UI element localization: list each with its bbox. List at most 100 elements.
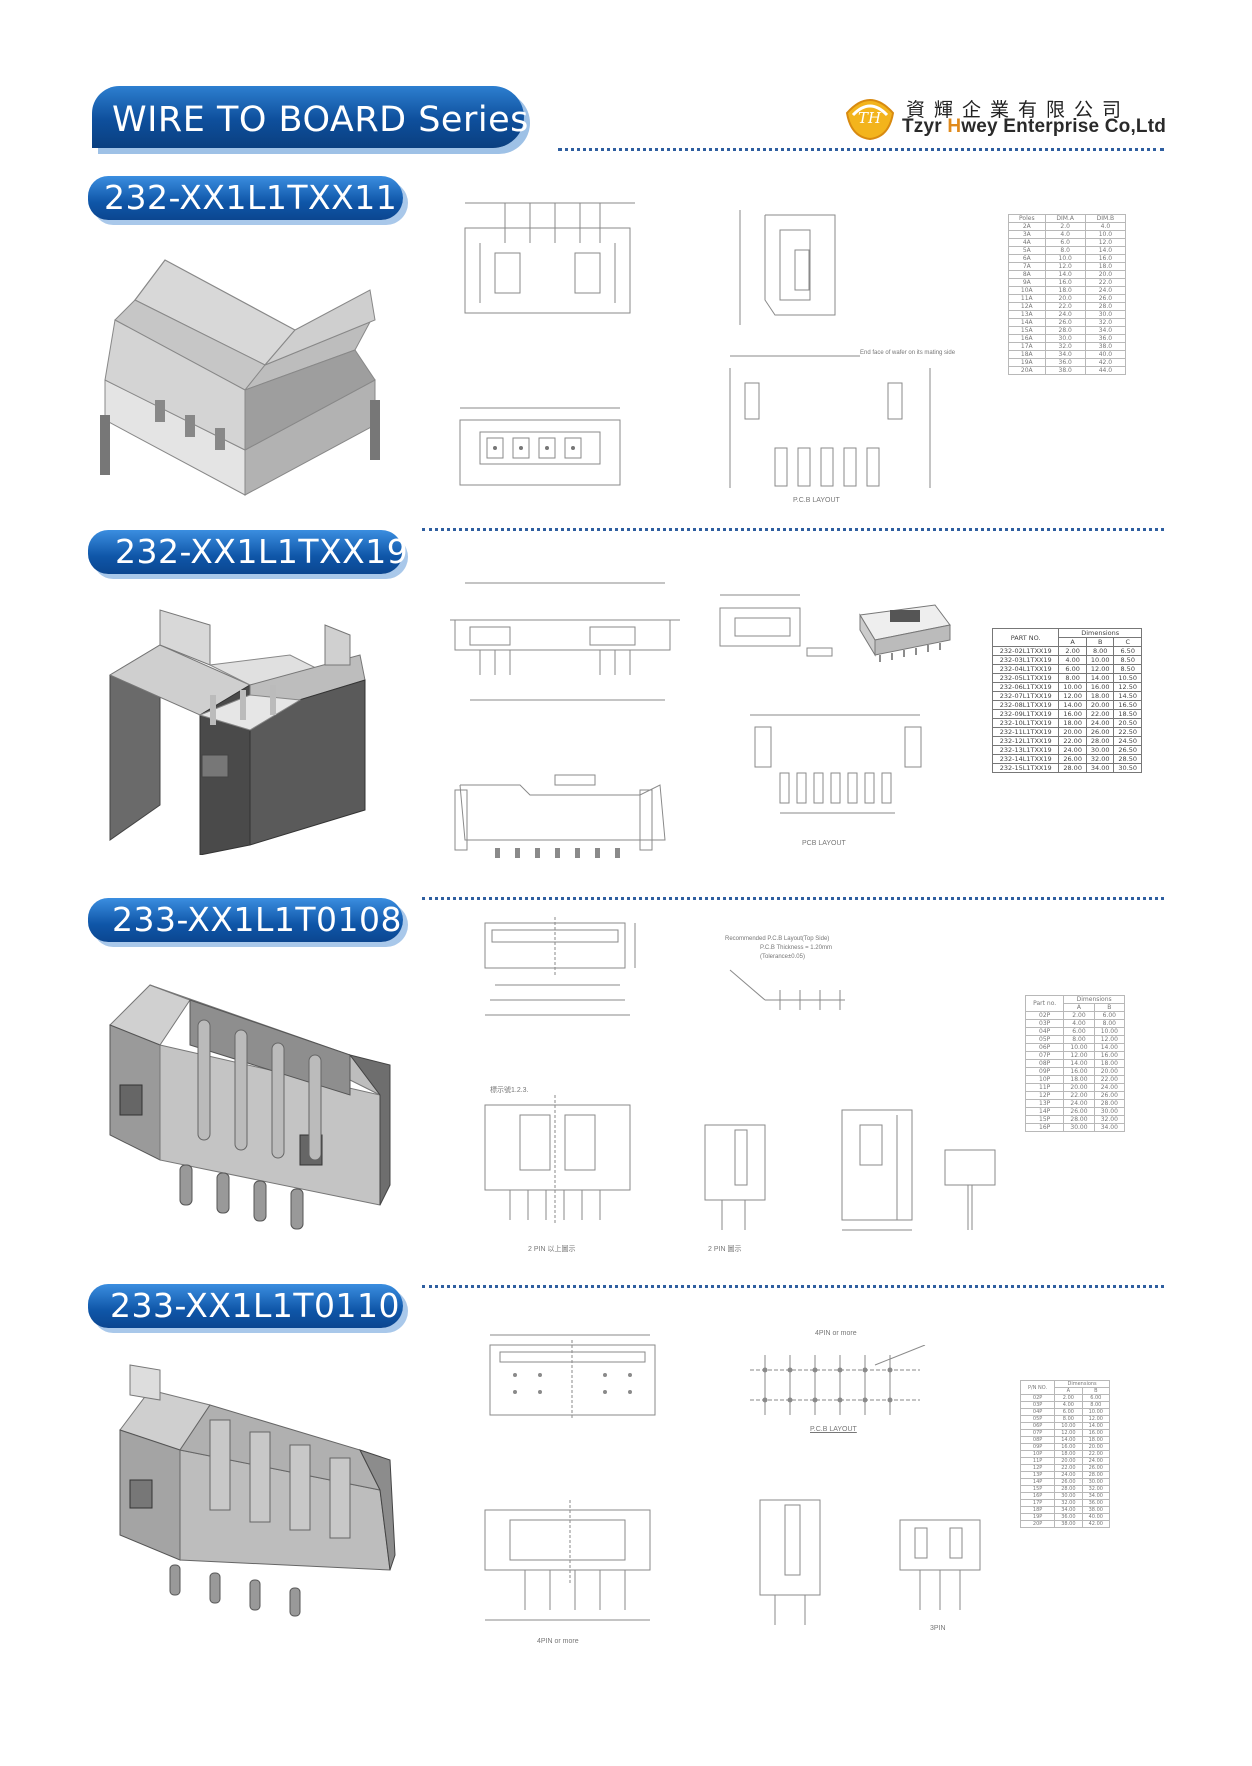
technical-drawing — [899, 1519, 981, 1610]
table-cell: 22.00 — [1054, 1464, 1083, 1472]
table-cell: 4.00 — [1054, 1401, 1083, 1409]
part-code-tab — [88, 1284, 403, 1328]
table-cell: 22.0 — [1084, 278, 1127, 287]
table-cell: 07P — [1024, 1051, 1065, 1060]
table-cell: 10.00 — [1081, 1408, 1111, 1416]
series-banner — [92, 86, 524, 148]
table-cell: 18.00 — [1054, 1450, 1083, 1458]
table-cell: 22.00 — [1063, 1091, 1095, 1100]
table-cell: 10P — [1019, 1450, 1056, 1458]
table-cell: 2.00 — [1058, 646, 1087, 656]
table-cell: 08P — [1024, 1059, 1065, 1068]
table-cell: 232-14L1TXX19 — [991, 754, 1060, 764]
table-cell: 232-11L1TXX19 — [991, 727, 1060, 737]
table-cell: 40.00 — [1081, 1513, 1111, 1521]
drawing-caption: 4PIN or more — [537, 1638, 579, 1645]
table-cell: 10.00 — [1093, 1027, 1126, 1036]
table-cell: 22.50 — [1113, 727, 1142, 737]
table-cell: 32.0 — [1084, 318, 1127, 327]
table-cell: 06P — [1024, 1043, 1065, 1052]
svg-text:TH: TH — [858, 109, 882, 127]
table-cell: 12P — [1024, 1091, 1065, 1100]
table-cell: 14.0 — [1044, 270, 1086, 279]
table-cell: 13P — [1024, 1099, 1065, 1108]
divider — [558, 148, 1164, 151]
technical-drawing — [484, 1500, 651, 1621]
table-cell: 18.0 — [1084, 262, 1127, 271]
technical-drawing — [750, 1345, 926, 1415]
drawing-caption: P.C.B LAYOUT — [810, 1426, 857, 1433]
table-cell: 16.00 — [1093, 1051, 1126, 1060]
table-cell: 12.00 — [1085, 664, 1115, 674]
technical-drawing — [944, 1149, 996, 1230]
table-cell: 19P — [1019, 1513, 1056, 1521]
table-cell: 26.0 — [1044, 318, 1086, 327]
table-cell: 4.0 — [1084, 222, 1127, 231]
table-cell: 6.0 — [1044, 238, 1086, 247]
table-cell: 18A — [1008, 350, 1046, 359]
table-cell: 18.00 — [1058, 718, 1087, 728]
company-name-en: Tzyr Hwey Enterprise Co,Ltd — [902, 116, 1167, 137]
table-cell: 18.50 — [1113, 709, 1142, 719]
table-cell: 08P — [1019, 1436, 1056, 1444]
table-cell: 18P — [1019, 1506, 1056, 1514]
table-cell: 16P — [1024, 1123, 1065, 1132]
table-cell: 38.0 — [1044, 366, 1086, 375]
table-cell: 19A — [1008, 358, 1046, 367]
table-cell: 26.0 — [1084, 294, 1127, 303]
table-cell: 16.0 — [1084, 254, 1127, 263]
table-cell: 17P — [1019, 1499, 1056, 1507]
table-cell: 6.00 — [1054, 1408, 1083, 1416]
table-cell: 232-05L1TXX19 — [991, 673, 1060, 683]
table-cell: 8.00 — [1093, 1019, 1126, 1028]
table-cell: 14.00 — [1081, 1422, 1111, 1430]
table-cell: 38.00 — [1081, 1506, 1111, 1514]
table-cell: 26.00 — [1058, 754, 1087, 764]
table-cell: 14P — [1024, 1107, 1065, 1116]
table-cell: 20.00 — [1093, 1067, 1126, 1076]
table-cell: 10A — [1008, 286, 1046, 295]
technical-drawing — [739, 210, 836, 325]
table-cell: 26.50 — [1113, 745, 1142, 755]
technical-drawing — [484, 1095, 631, 1225]
table-cell: 13P — [1019, 1471, 1056, 1479]
table-cell: 22.00 — [1093, 1075, 1126, 1084]
drawing-note: End face of wafer on its mating side — [860, 350, 956, 356]
table-cell: 24.0 — [1044, 310, 1086, 319]
table-cell: 8.50 — [1113, 664, 1142, 674]
table-cell: 22.00 — [1058, 736, 1087, 746]
table-cell: 5A — [1008, 246, 1046, 255]
table-cell: 8A — [1008, 270, 1046, 279]
table-cell: 10P — [1024, 1075, 1065, 1084]
table-cell: 11A — [1008, 294, 1046, 303]
table-cell: 12.00 — [1093, 1035, 1126, 1044]
table-cell: 232-10L1TXX19 — [991, 718, 1060, 728]
table-cell: 20.00 — [1054, 1457, 1083, 1465]
table-cell: 232-04L1TXX19 — [991, 664, 1060, 674]
table-cell: 36.00 — [1054, 1513, 1083, 1521]
